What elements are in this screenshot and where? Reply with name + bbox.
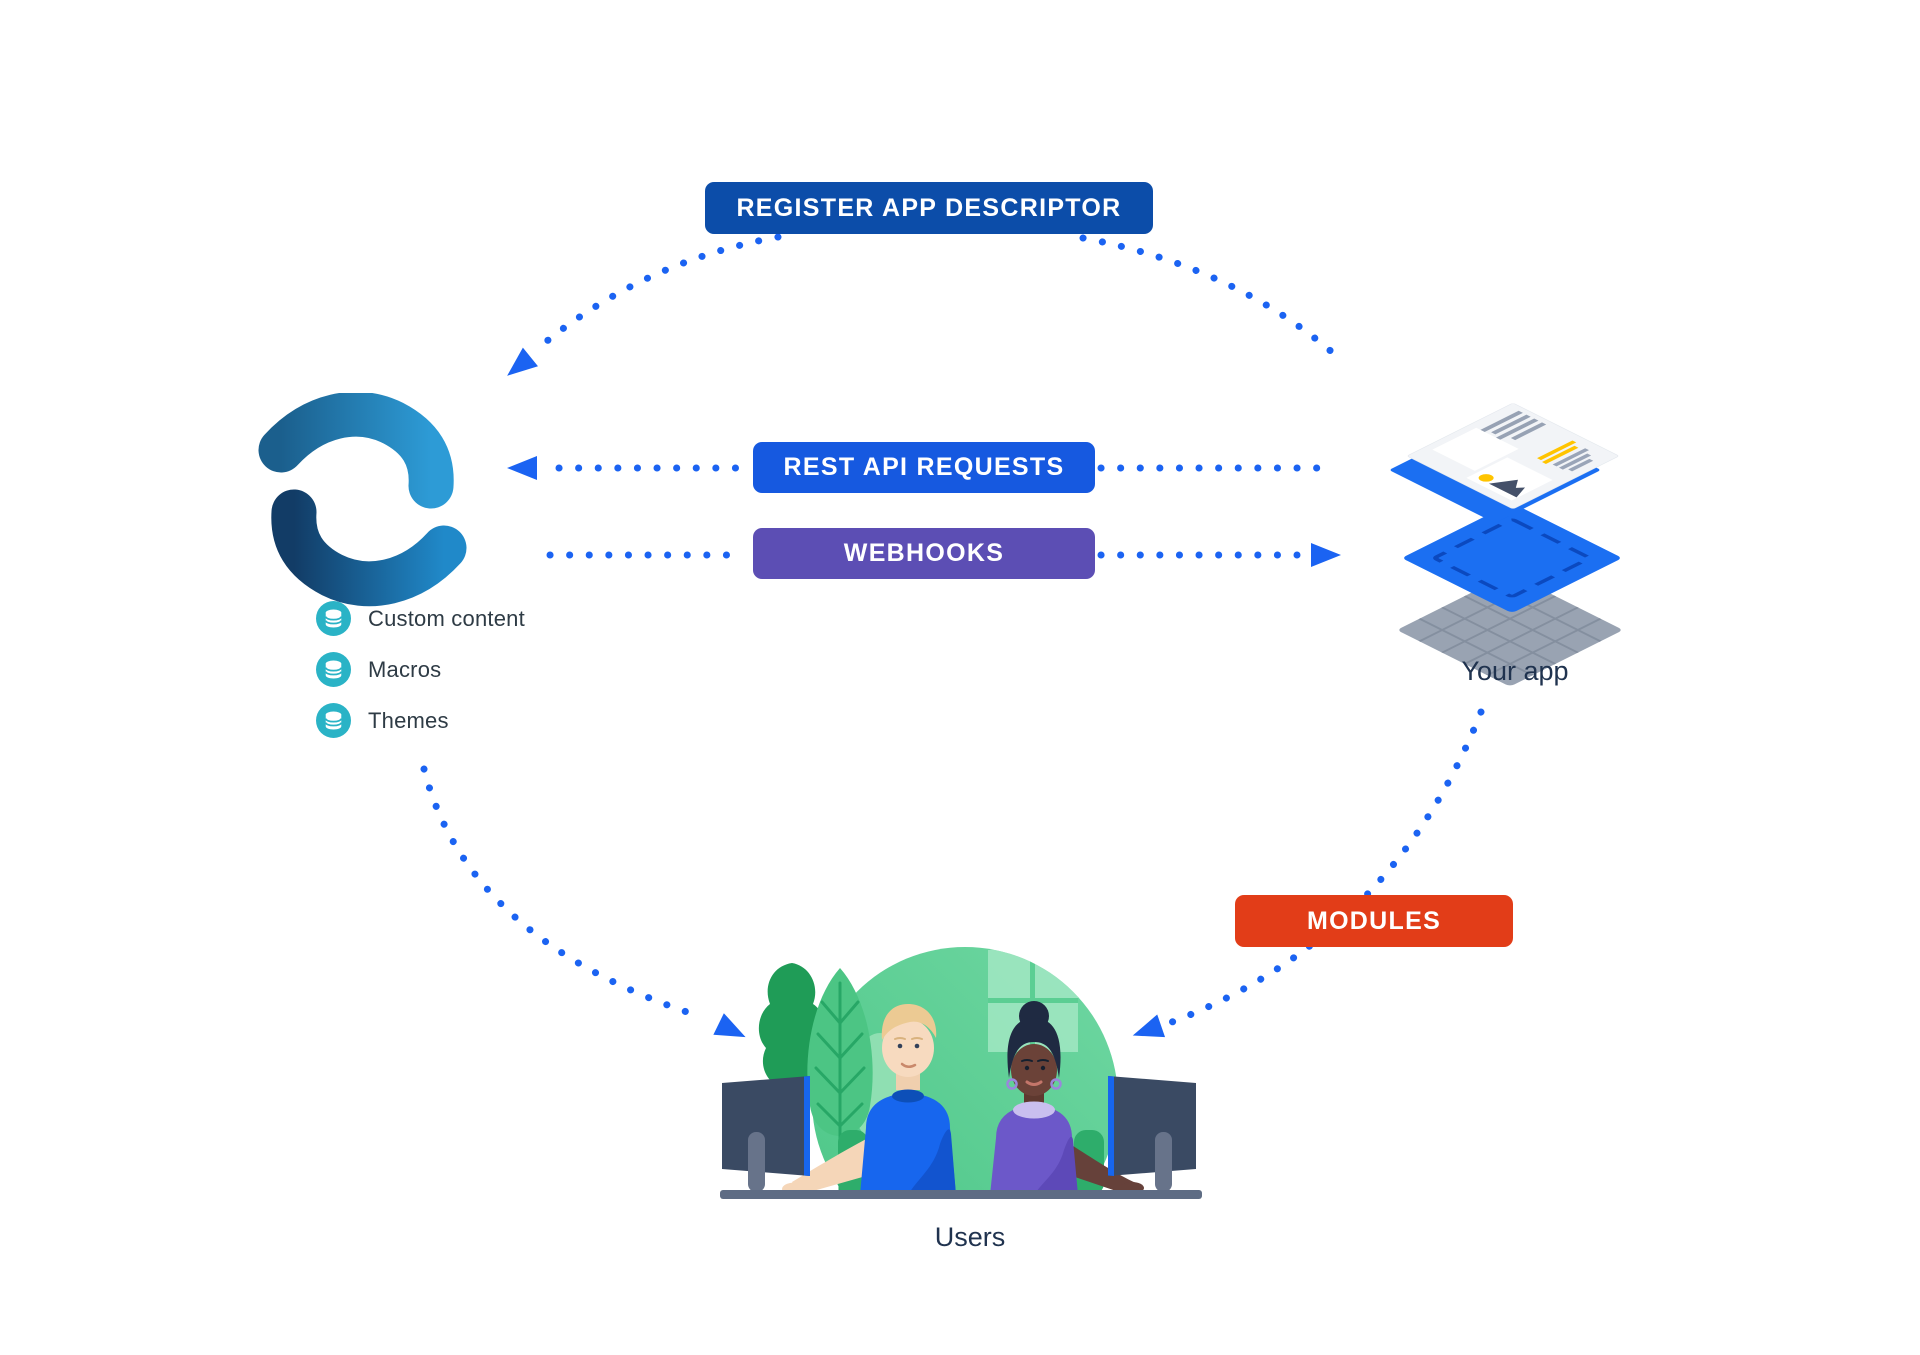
arrowhead-webhooks (1311, 543, 1341, 567)
page-image-mountain-icon (1488, 479, 1526, 498)
database-icon (316, 601, 351, 636)
list-item: Macros (316, 652, 525, 687)
list-item: Custom content (316, 601, 525, 636)
monitor-right (1108, 1076, 1196, 1192)
desk (720, 1190, 1202, 1199)
tree-dark (758, 963, 824, 1090)
users-illustration (720, 947, 1202, 1199)
confluence-logo (258, 393, 467, 607)
app-page-layer (1407, 403, 1619, 509)
your-app-label: Your app (1461, 656, 1569, 686)
app-frame-layer (1404, 504, 1620, 612)
person-man (782, 1004, 956, 1196)
webhooks-badge: WEBHOOKS (753, 528, 1095, 579)
confluence-logo-top-wave (258, 393, 454, 509)
person-woman (990, 1001, 1144, 1195)
database-icon (316, 652, 351, 687)
page-image-dot (1478, 474, 1494, 482)
feature-label: Macros (368, 656, 442, 682)
feature-label: Custom content (368, 605, 525, 631)
arrowhead-register (507, 347, 538, 376)
users-label: Users (934, 1222, 1006, 1252)
arrow-register-right (1079, 234, 1337, 357)
arrow-confluence-to-users (420, 765, 706, 1021)
arrowhead-rest (507, 456, 537, 480)
list-item: Themes (316, 703, 525, 738)
arrow-register-left (532, 233, 782, 354)
confluence-feature-list: Custom content Macros Themes (316, 601, 525, 738)
feature-label: Themes (368, 707, 449, 733)
database-icon (316, 703, 351, 738)
app-grid-layer (1399, 574, 1621, 686)
register-app-descriptor-badge: REGISTER APP DESCRIPTOR (705, 182, 1153, 234)
modules-badge: MODULES (1235, 895, 1513, 947)
confluence-logo-bottom-wave (271, 489, 467, 607)
monitor-left (722, 1076, 810, 1192)
rest-api-requests-badge: REST API REQUESTS (753, 442, 1095, 493)
your-app-illustration (1390, 403, 1621, 686)
